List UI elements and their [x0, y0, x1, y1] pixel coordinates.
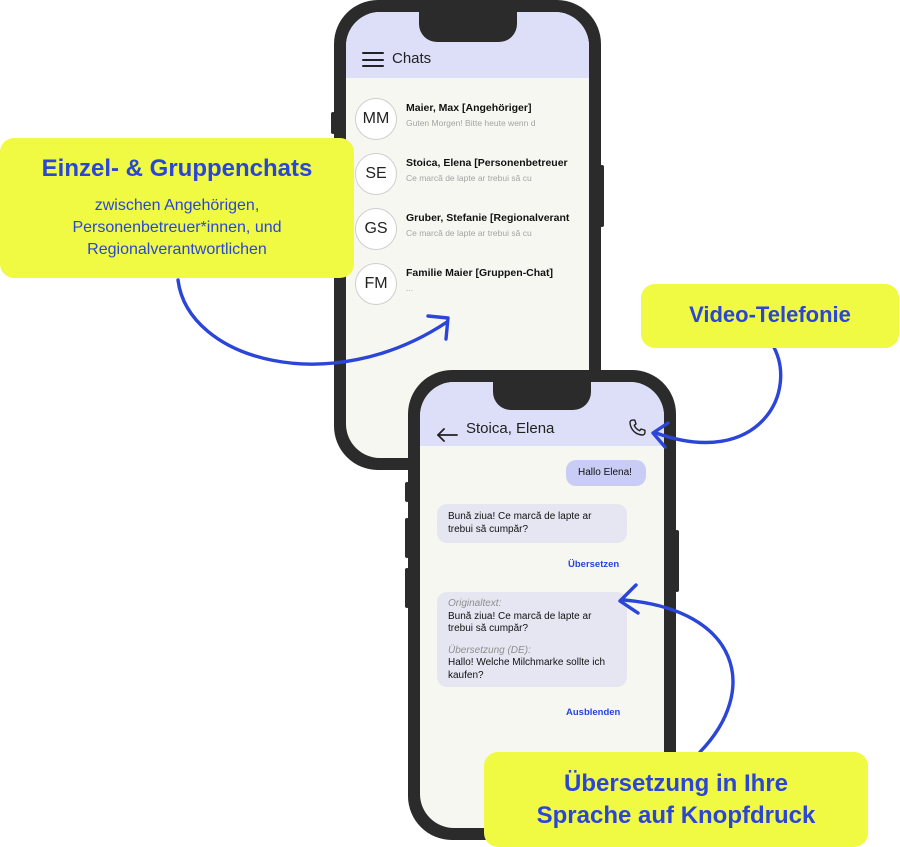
conversation-title: Stoica, Elena: [466, 420, 555, 437]
avatar: SE: [355, 153, 397, 195]
callout-chats-subtitle-line: Personenbetreuer*innen, und: [72, 219, 282, 236]
avatar: GS: [355, 208, 397, 250]
sent-message-bubble: Hallo Elena!: [566, 460, 646, 486]
chat-item-name: Gruber, Stefanie [Regionalverant: [406, 212, 570, 224]
callout-chats-subtitle-line: zwischen Angehörigen,: [94, 197, 260, 214]
avatar: FM: [355, 263, 397, 305]
original-text: Bună ziua! Ce marcă de lapte ar trebui s…: [448, 610, 592, 635]
phone-side-button: [600, 165, 604, 227]
translation-label: Übersetzung (DE):: [448, 644, 531, 656]
chat-item-name: Familie Maier [Gruppen-Chat]: [406, 267, 554, 279]
chat-list-item[interactable]: GS Gruber, Stefanie [Regionalverant Ce m…: [355, 208, 589, 260]
phone-side-button: [405, 518, 409, 558]
received-message-bubble: Bună ziua! Ce marcă de lapte ar trebui s…: [437, 504, 627, 543]
original-text-label: Originaltext:: [448, 598, 502, 609]
back-arrow-icon[interactable]: [436, 428, 458, 442]
chat-item-preview: Ce marcă de lapte ar trebui să cu: [406, 228, 532, 238]
chat-list-item[interactable]: SE Stoica, Elena [Personenbetreuer Ce ma…: [355, 153, 589, 205]
chat-item-preview: Guten Morgen! Bitte heute wenn d: [406, 118, 536, 128]
callout-translation: Übersetzung in Ihre Sprache auf Knopfdru…: [484, 752, 868, 847]
hide-translation-button[interactable]: Ausblenden: [566, 707, 621, 718]
chat-list-item[interactable]: FM Familie Maier [Gruppen-Chat] ...: [355, 263, 589, 315]
phone-notch: [493, 382, 591, 410]
chat-item-name: Maier, Max [Angehöriger]: [406, 102, 532, 114]
chat-list-title: Chats: [392, 50, 432, 67]
callout-translation-title-line: Übersetzung in Ihre: [563, 770, 789, 797]
callout-chats: Einzel- & Gruppenchats zwischen Angehöri…: [0, 138, 354, 278]
phone-side-button: [405, 568, 409, 608]
sent-message-text: Hallo Elena!: [578, 467, 632, 478]
chat-item-preview: Ce marcă de lapte ar trebui să cu: [406, 173, 532, 183]
avatar: MM: [355, 98, 397, 140]
callout-video: Video-Telefonie: [641, 284, 899, 348]
phone-call-icon[interactable]: [627, 418, 647, 438]
hamburger-menu-icon[interactable]: [362, 52, 384, 67]
phone-side-button: [405, 482, 409, 502]
phone-side-button: [675, 530, 679, 592]
callout-chats-subtitle-line: Regionalverantwortlichen: [87, 241, 267, 258]
chat-item-name: Stoica, Elena [Personenbetreuer: [406, 157, 568, 169]
phone-notch: [418, 12, 517, 42]
callout-chats-subtitle: zwischen Angehörigen, Personenbetreuer*i…: [0, 195, 354, 261]
translate-button[interactable]: Übersetzen: [568, 559, 620, 570]
translation-text: Hallo! Welche Milchmarke sollte ich kauf…: [448, 657, 606, 681]
callout-video-title: Video-Telefonie: [689, 302, 851, 327]
received-message-text: Bună ziua! Ce marcă de lapte ar trebui s…: [448, 511, 592, 535]
callout-translation-title-line: Sprache auf Knopfdruck: [536, 802, 816, 829]
chat-list-item[interactable]: MM Maier, Max [Angehöriger] Guten Morgen…: [355, 98, 589, 150]
translated-message-bubble: Originaltext: Bună ziua! Ce marcă de lap…: [437, 592, 627, 687]
chat-item-preview: ...: [406, 283, 414, 293]
phone-side-button: [331, 112, 335, 134]
callout-chats-title: Einzel- & Gruppenchats: [41, 155, 313, 182]
